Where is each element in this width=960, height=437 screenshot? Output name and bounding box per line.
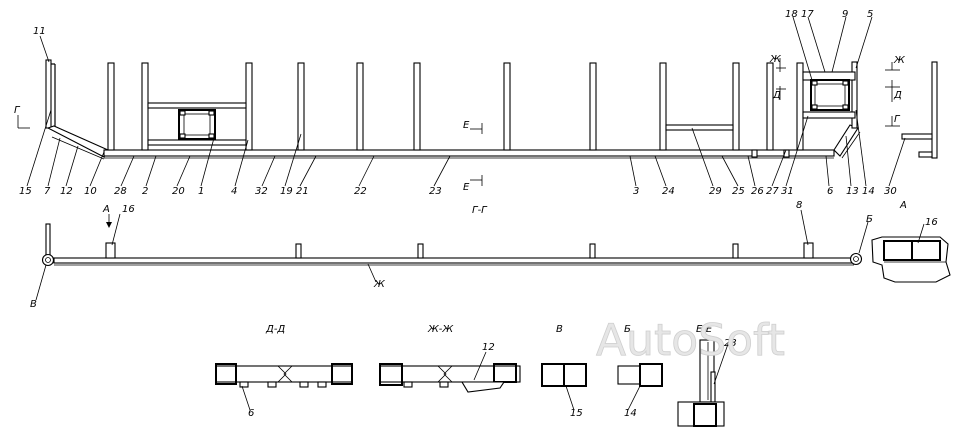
callout-11: 11 — [33, 26, 46, 37]
title-view-v: В — [556, 324, 563, 335]
callout-12: 12 — [60, 186, 73, 197]
view-b: Б 14 — [617, 324, 663, 419]
callout-23-b: 23 — [724, 338, 737, 349]
section-mark-b-circle: Б — [866, 214, 873, 225]
callout-1: 1 — [198, 186, 204, 197]
section-mark-e-top: Е — [463, 120, 470, 131]
section-mark-zh-top: Ж — [769, 54, 782, 65]
callout-4: 4 — [231, 186, 237, 197]
far-right-post — [931, 61, 938, 159]
callout-24: 24 — [662, 186, 675, 197]
callout-10: 10 — [84, 186, 97, 197]
section-gg-view: Г-Г А 16 8 Б В Ж — [30, 200, 873, 310]
title-view-a: А — [899, 200, 907, 211]
vertical-posts — [107, 62, 804, 151]
callout-5: 5 — [867, 9, 873, 20]
callout-32: 32 — [255, 186, 268, 197]
section-mark-e-bottom: Е — [463, 182, 470, 193]
section-ee-view: Е-Е 23 — [677, 324, 737, 427]
callout-28: 28 — [114, 186, 127, 197]
section-mark-d-right: Д — [893, 90, 902, 101]
section-mark-g-right: Г — [894, 114, 901, 125]
section-mark-d-top: Д — [772, 90, 781, 101]
callout-16-a: 16 — [122, 204, 135, 215]
detail-circle-v — [41, 253, 55, 267]
rail-gg — [53, 257, 855, 264]
right-end-post — [851, 61, 858, 129]
callout-7: 7 — [44, 186, 51, 197]
callout-3: 3 — [633, 186, 639, 197]
title-section-zhzh: Ж-Ж — [427, 324, 454, 335]
title-section-ee: Е-Е — [696, 324, 713, 335]
callout-2: 2 — [142, 186, 148, 197]
tube-section-left — [178, 109, 216, 140]
section-mark-zh-right: Ж — [893, 55, 906, 66]
callout-23: 23 — [429, 186, 442, 197]
callout-14: 14 — [862, 186, 875, 197]
callout-15-b: 15 — [570, 408, 583, 419]
callout-25: 25 — [732, 186, 745, 197]
section-mark-v-circle: В — [30, 299, 37, 310]
section-markers: Г Е Е Ж Д Ж Д Г — [14, 54, 906, 193]
callout-18: 18 — [785, 9, 798, 20]
view-v: В 15 — [541, 324, 587, 419]
watermark-autosoft: AutoSoft — [596, 315, 785, 366]
callout-8: 8 — [796, 200, 802, 211]
section-mark-zh-bottom: Ж — [373, 279, 386, 290]
callout-16-b: 16 — [925, 217, 938, 228]
callout-19: 19 — [280, 186, 293, 197]
section-mark-g-left: Г — [14, 105, 21, 116]
callout-labels: 11 15 7 12 10 28 2 20 1 4 32 19 21 22 23… — [19, 9, 897, 197]
title-section-gg: Г-Г — [472, 205, 488, 216]
main-frame-view — [17, 16, 938, 187]
title-section-dd: Д-Д — [265, 324, 285, 335]
section-dd-view: Д-Д 6 — [215, 324, 353, 419]
callout-20: 20 — [172, 186, 185, 197]
callout-15: 15 — [19, 186, 32, 197]
callout-17: 17 — [801, 9, 814, 20]
callout-21: 21 — [296, 186, 309, 197]
callout-12-b: 12 — [482, 342, 495, 353]
section-zhzh-view: Ж-Ж 12 — [379, 324, 521, 393]
view-a: А 16 — [871, 200, 951, 283]
tube-section-right — [810, 79, 850, 111]
mid-crossbar-right — [665, 124, 734, 131]
detail-circle-b — [849, 252, 863, 266]
callout-6-b: 6 — [248, 408, 254, 419]
callout-14-b: 14 — [624, 408, 637, 419]
callout-22: 22 — [354, 186, 367, 197]
bottom-rail — [103, 149, 835, 157]
left-slant-beam — [46, 125, 109, 158]
upper-crossbar-left — [147, 102, 247, 109]
callout-27: 27 — [766, 186, 779, 197]
lower-crossbar-left — [147, 139, 247, 146]
leader-lines — [26, 16, 906, 187]
callout-31: 31 — [781, 186, 794, 197]
callout-26: 26 — [751, 186, 764, 197]
callout-9: 9 — [842, 9, 848, 20]
title-view-b: Б — [624, 324, 631, 335]
callout-30: 30 — [884, 186, 897, 197]
bottom-crossbar-right — [802, 111, 856, 119]
callout-6: 6 — [827, 186, 833, 197]
callout-13: 13 — [846, 186, 859, 197]
section-mark-a-arrow: А — [102, 204, 110, 215]
callout-29: 29 — [709, 186, 722, 197]
